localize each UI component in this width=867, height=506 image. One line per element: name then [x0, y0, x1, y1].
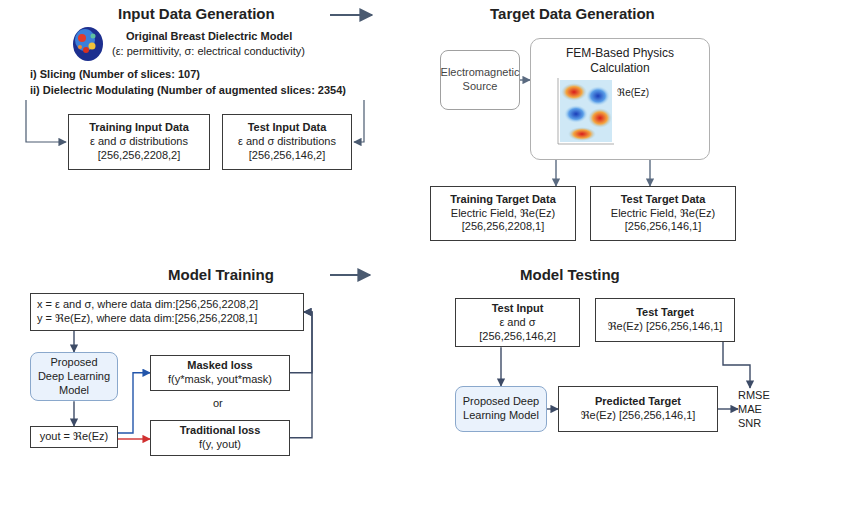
- section-title: Model Testing: [520, 266, 620, 283]
- step-text: i) Slicing (Number of slices: 107): [30, 68, 200, 80]
- box-title: yout = ℜe(Ez): [40, 430, 109, 444]
- connector-arrow: [500, 347, 501, 386]
- box-title: Test Input Data: [248, 121, 327, 135]
- box-text: Electric Field, ℜe(Ez): [451, 207, 555, 221]
- loss-box: Masked lossf(y*mask, yout*mask): [150, 355, 290, 391]
- box-title: Training Input Data: [89, 121, 189, 135]
- data-box: x = ε and σ, where data dim:[256,256,220…: [30, 293, 304, 331]
- box-title: FEM-Based Physics Calculation: [558, 46, 683, 76]
- metric-list: RMSE MAE SNR: [738, 388, 778, 432]
- data-box: Training Input Dataε and σ distributions…: [68, 114, 210, 170]
- step-text: ii) Dielectric Modulating (Number of aug…: [30, 84, 346, 96]
- or-text: or: [213, 397, 223, 409]
- box-title: Proposed Deep Learning Model: [462, 395, 540, 423]
- connector-arrow: [118, 438, 150, 439]
- section-title: Target Data Generation: [490, 5, 655, 22]
- connector-arrow: [118, 373, 150, 433]
- box-title: Test Target: [636, 306, 694, 320]
- data-arrow: [354, 100, 364, 142]
- data-box: Test Target DataElectric Field, ℜe(Ez)[2…: [590, 186, 736, 241]
- source-box: Electromagnetic Source: [440, 50, 520, 110]
- box-title: Masked loss: [187, 359, 252, 373]
- box-title: Training Target Data: [450, 193, 556, 207]
- model-note: (ε: permittivity, σ: electrical conducti…: [112, 45, 305, 57]
- data-arrow: [26, 100, 66, 142]
- breast-model-image: [73, 27, 103, 61]
- box-title: Test Target Data: [621, 193, 706, 207]
- box-text: ℜe(Ez) [256,256,146,1]: [608, 320, 723, 334]
- box-title: Traditional loss: [180, 424, 261, 438]
- box-text: f(y, yout): [199, 438, 241, 452]
- connector-arrow: [73, 401, 74, 426]
- field-image: [558, 78, 614, 144]
- box-text: ℜe(Ez): [617, 87, 649, 100]
- model-title: Original Breast Dielectric Model: [126, 30, 292, 42]
- model-box: Proposed Deep Learning Model: [455, 386, 547, 432]
- connector-arrow: [718, 408, 738, 409]
- box-text: [256,256,2208,1]: [462, 220, 545, 234]
- section-title: Input Data Generation: [118, 5, 275, 22]
- output-box: yout = ℜe(Ez): [30, 426, 118, 448]
- box-text: [256,256,2208,2]: [98, 149, 181, 163]
- section-title: Model Training: [168, 266, 274, 283]
- data-box: Test Inputε and σ [256,256,146,2]: [455, 298, 580, 347]
- box-title: Predicted Target: [595, 395, 681, 409]
- data-box: Test Input Dataε and σ distributions[256…: [222, 114, 352, 170]
- connector-arrow: [520, 79, 530, 80]
- box-title: RMSE MAE SNR: [738, 389, 778, 430]
- connector-arrow: [547, 408, 558, 409]
- box-title: Proposed Deep Learning Model: [37, 356, 111, 397]
- physics-box: FEM-Based Physics Calculationℜe(Ez): [530, 38, 710, 160]
- data-box: Training Target DataElectric Field, ℜe(E…: [430, 186, 576, 241]
- connector-arrow: [555, 160, 556, 186]
- connector-arrow: [723, 342, 750, 388]
- box-text: ε and σ distributions: [238, 135, 336, 149]
- box-title: Electromagnetic Source: [441, 66, 520, 94]
- box-text: y = ℜe(Ez), where data dim:[256,256,2208…: [37, 312, 257, 326]
- box-title: x = ε and σ, where data dim:[256,256,220…: [37, 298, 258, 312]
- box-text: f(y*mask, yout*mask): [168, 373, 272, 387]
- loss-box: Traditional lossf(y, yout): [150, 420, 290, 456]
- flow-arrow: [330, 274, 370, 276]
- box-text: ε and σ distributions: [90, 135, 188, 149]
- model-box: Proposed Deep Learning Model: [30, 352, 118, 401]
- connector-arrow: [73, 331, 74, 352]
- data-box: Test Targetℜe(Ez) [256,256,146,1]: [595, 298, 735, 342]
- box-title: Test Input: [492, 302, 544, 316]
- flow-arrow: [330, 14, 372, 16]
- box-text: [256,256,146,2]: [249, 149, 325, 163]
- box-text: ℜe(Ez) [256,256,146,1]: [581, 409, 696, 423]
- data-box: Predicted Targetℜe(Ez) [256,256,146,1]: [558, 386, 718, 432]
- box-text: Electric Field, ℜe(Ez): [611, 207, 715, 221]
- box-text: [256,256,146,1]: [625, 220, 701, 234]
- box-text: ε and σ [256,256,146,2]: [462, 316, 573, 344]
- connector-arrow: [649, 160, 650, 186]
